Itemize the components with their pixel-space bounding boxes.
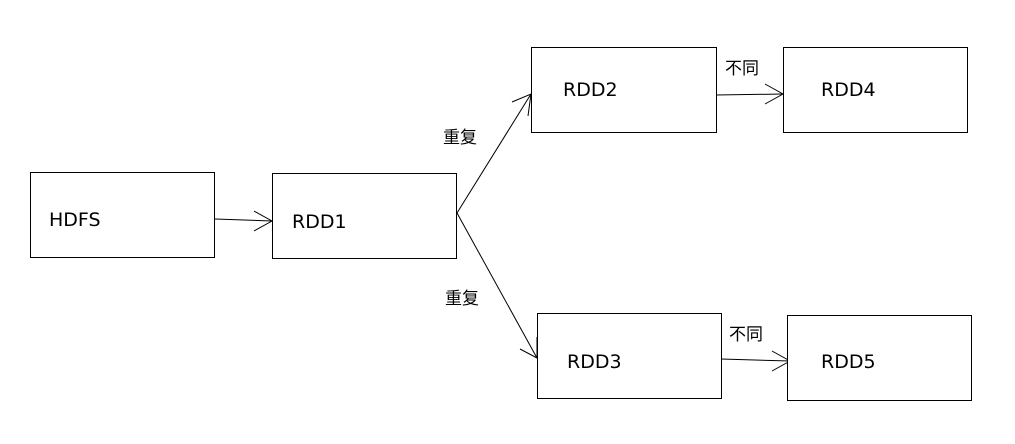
node-rdd5: RDD5 (787, 315, 972, 401)
node-rdd5-label: RDD5 (821, 351, 876, 373)
node-rdd2: RDD2 (531, 47, 717, 133)
edge-rdd3-rdd5 (720, 350, 792, 372)
node-rdd4-label: RDD4 (821, 79, 876, 101)
node-rdd3: RDD3 (537, 313, 722, 399)
node-hdfs: HDFS (30, 172, 215, 258)
edge-rdd2-rdd4 (715, 83, 785, 105)
edge-label-rdd1-rdd3: 重复 (445, 289, 479, 309)
node-rdd2-label: RDD2 (563, 79, 618, 101)
edge-label-rdd1-rdd2: 重复 (443, 128, 477, 148)
node-rdd4: RDD4 (783, 47, 968, 133)
node-rdd3-label: RDD3 (567, 351, 622, 373)
node-hdfs-label: HDFS (49, 209, 101, 231)
node-rdd1-label: RDD1 (292, 211, 347, 233)
edge-hdfs-rdd1 (214, 210, 274, 232)
edge-label-rdd3-rdd5: 不同 (729, 325, 763, 345)
edge-rdd1-rdd2 (456, 93, 532, 214)
edge-label-rdd2-rdd4: 不同 (725, 59, 759, 79)
edge-rdd1-rdd3 (456, 212, 538, 359)
node-rdd1: RDD1 (272, 173, 457, 259)
